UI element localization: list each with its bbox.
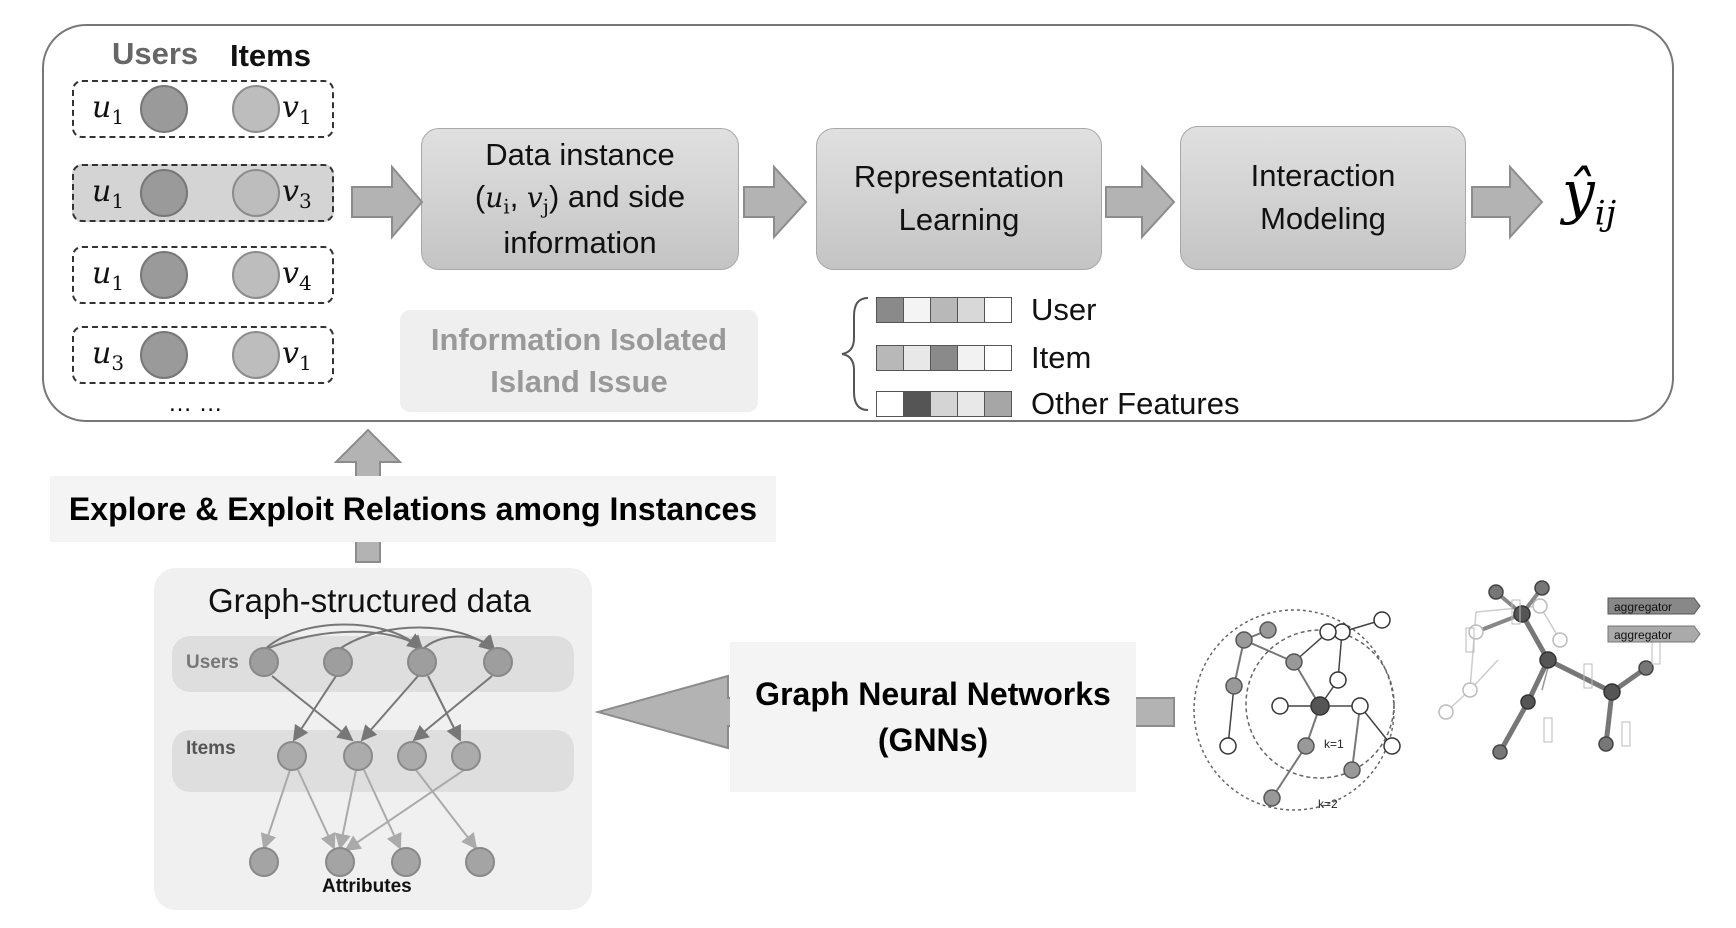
user-item-pair: u1 v3 bbox=[72, 164, 334, 222]
attribute-node bbox=[249, 847, 279, 877]
data-instance-line1: Data instance bbox=[485, 136, 675, 172]
user-item-edge bbox=[271, 675, 354, 742]
graph-attributes-label: Attributes bbox=[322, 876, 412, 897]
item-node bbox=[232, 251, 280, 299]
attribute-node bbox=[391, 847, 421, 877]
user-id: u1 bbox=[92, 174, 125, 213]
user-node bbox=[140, 169, 188, 217]
k1-circle bbox=[1245, 629, 1395, 779]
items-header: Items bbox=[230, 38, 311, 73]
data-instance-line3: information bbox=[503, 224, 657, 260]
aggregator-label-1: aggregator bbox=[1614, 600, 1672, 614]
pipeline-frame bbox=[42, 24, 1674, 422]
graph-title: Graph-structured data bbox=[208, 582, 531, 619]
item-attr-edge bbox=[415, 769, 478, 850]
feature-cell bbox=[876, 391, 904, 417]
user-user-edge bbox=[263, 630, 424, 651]
interaction-modeling-box: Interaction Modeling bbox=[1180, 126, 1466, 270]
user-node bbox=[249, 647, 279, 677]
feature-vector-row: Other Features bbox=[876, 386, 1239, 422]
users-header: Users bbox=[112, 36, 199, 71]
feature-label: User bbox=[1031, 292, 1097, 327]
user-node bbox=[140, 85, 188, 133]
item-node bbox=[232, 169, 280, 217]
user-node bbox=[323, 647, 353, 677]
prediction-output: ŷij bbox=[1562, 158, 1617, 234]
gnn-box: Graph Neural Networks (GNNs) bbox=[730, 642, 1136, 792]
feature-vector-row: Item bbox=[876, 340, 1091, 376]
item-attr-edge bbox=[260, 769, 291, 850]
arrow-instance-to-representation bbox=[743, 164, 808, 240]
user-item-pair: u1 v4 bbox=[72, 246, 334, 304]
arrow-pairs-to-instance bbox=[351, 164, 424, 240]
user-node bbox=[140, 331, 188, 379]
feature-cell bbox=[957, 391, 985, 417]
island-issue-box: Information Isolated Island Issue bbox=[400, 310, 758, 412]
item-id: v1 bbox=[282, 90, 312, 129]
arrow-interaction-to-output bbox=[1471, 164, 1544, 240]
data-instance-box: Data instance (ui, vj) and side informat… bbox=[421, 128, 739, 270]
user-item-edge bbox=[412, 675, 493, 742]
graph-users-label: Users bbox=[186, 652, 239, 673]
user-item-edge bbox=[292, 675, 337, 742]
feature-cell bbox=[957, 297, 985, 323]
item-attr-edge bbox=[334, 769, 357, 850]
item-node bbox=[343, 741, 373, 771]
item-node bbox=[277, 741, 307, 771]
attribute-node bbox=[325, 847, 355, 877]
feature-vector-row: User bbox=[876, 292, 1096, 328]
feature-cell bbox=[876, 297, 904, 323]
item-attr-edge bbox=[297, 769, 336, 850]
user-id: u1 bbox=[92, 256, 125, 295]
feature-cell bbox=[876, 345, 904, 371]
feature-brace bbox=[841, 297, 869, 411]
user-item-edge bbox=[427, 675, 461, 742]
user-node bbox=[140, 251, 188, 299]
item-node bbox=[232, 331, 280, 379]
graph-items-label: Items bbox=[186, 738, 236, 759]
arrow-representation-to-interaction bbox=[1105, 164, 1176, 240]
attribute-node bbox=[465, 847, 495, 877]
k2-circle bbox=[1193, 609, 1395, 811]
item-node bbox=[397, 741, 427, 771]
item-id: v3 bbox=[282, 174, 312, 213]
item-attr-edge bbox=[363, 769, 402, 850]
user-item-edge bbox=[360, 675, 419, 742]
explore-exploit-label: Explore & Exploit Relations among Instan… bbox=[50, 476, 776, 542]
feature-cell bbox=[903, 391, 931, 417]
feature-cell bbox=[984, 297, 1012, 323]
aggregator-label-2: aggregator bbox=[1614, 628, 1672, 642]
feature-label: Other Features bbox=[1031, 386, 1240, 421]
item-id: v4 bbox=[282, 256, 312, 295]
feature-cell bbox=[984, 391, 1012, 417]
user-item-pair: u3 v1 bbox=[72, 326, 334, 384]
item-node bbox=[232, 85, 280, 133]
user-item-pair: u1 v1 bbox=[72, 80, 334, 138]
user-node bbox=[483, 647, 513, 677]
item-id: v1 bbox=[282, 336, 312, 375]
pairs-ellipsis: … … bbox=[168, 390, 223, 417]
k2-label: k=2 bbox=[1318, 797, 1338, 811]
k1-label: k=1 bbox=[1324, 737, 1344, 751]
representation-learning-box: Representation Learning bbox=[816, 128, 1102, 270]
feature-cell bbox=[984, 345, 1012, 371]
user-user-edge bbox=[421, 634, 496, 652]
user-id: u1 bbox=[92, 90, 125, 129]
item-node bbox=[451, 741, 481, 771]
feature-label: Item bbox=[1031, 340, 1092, 375]
item-attr-edge bbox=[344, 769, 465, 852]
gnn-line2: (GNNs) bbox=[877, 722, 989, 758]
user-node bbox=[407, 647, 437, 677]
gnn-line1: Graph Neural Networks bbox=[755, 675, 1111, 712]
user-id: u3 bbox=[92, 336, 125, 375]
data-instance-line2: (ui, vj) and side bbox=[474, 179, 686, 219]
